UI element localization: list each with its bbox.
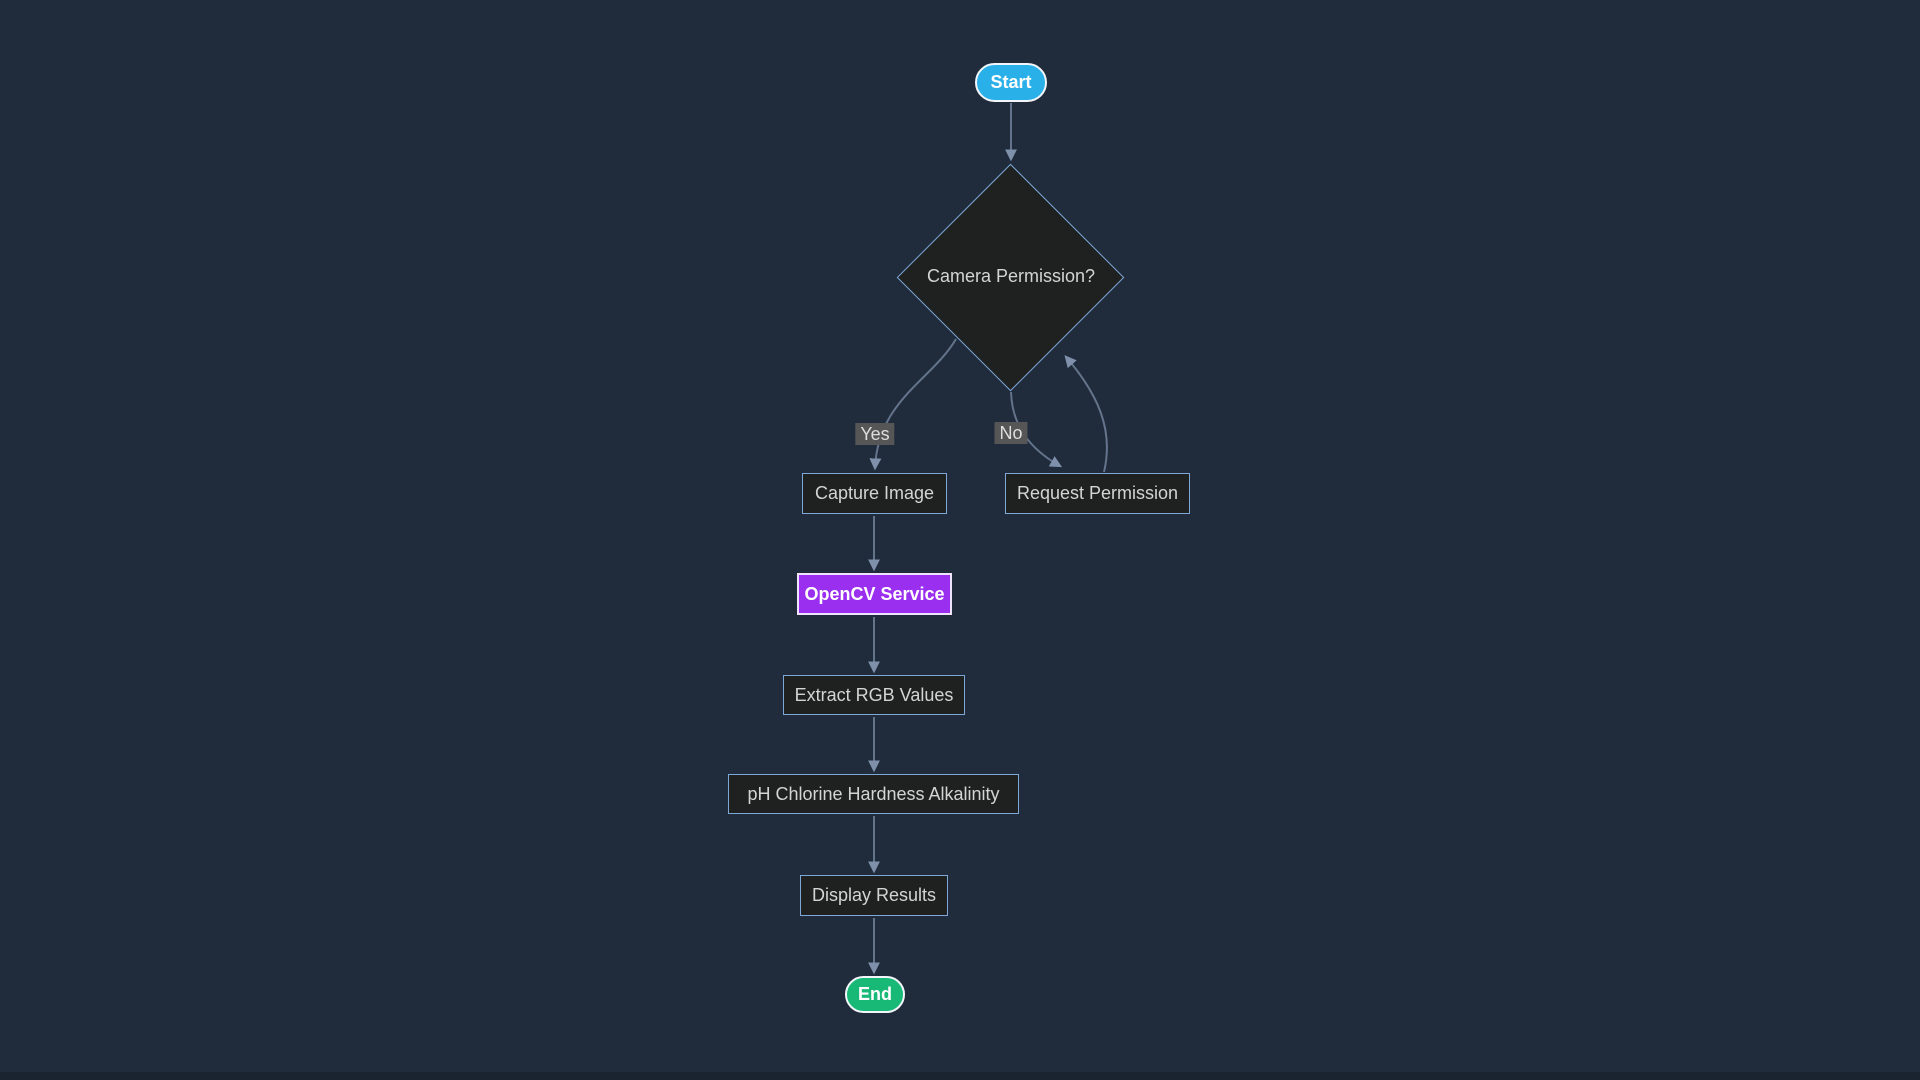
edge-request-back-to-decision (1064, 355, 1108, 473)
node-opencv-service: OpenCV Service (797, 573, 952, 615)
node-end: End (845, 976, 905, 1013)
edge-label-yes: Yes (855, 423, 895, 445)
bottom-edge-strip (0, 1072, 1920, 1080)
node-decision-label: Camera Permission? (926, 266, 1096, 286)
node-start: Start (975, 63, 1047, 102)
node-ph-chlorine-hardness-alkalinity: pH Chlorine Hardness Alkalinity (728, 774, 1019, 814)
node-extract-rgb-values: Extract RGB Values (783, 675, 965, 715)
node-display-results: Display Results (800, 875, 948, 916)
node-capture-image: Capture Image (802, 473, 947, 514)
edge-decision-yes-to-capture (869, 338, 957, 471)
edge-label-no: No (994, 422, 1028, 444)
node-request-permission: Request Permission (1005, 473, 1190, 514)
